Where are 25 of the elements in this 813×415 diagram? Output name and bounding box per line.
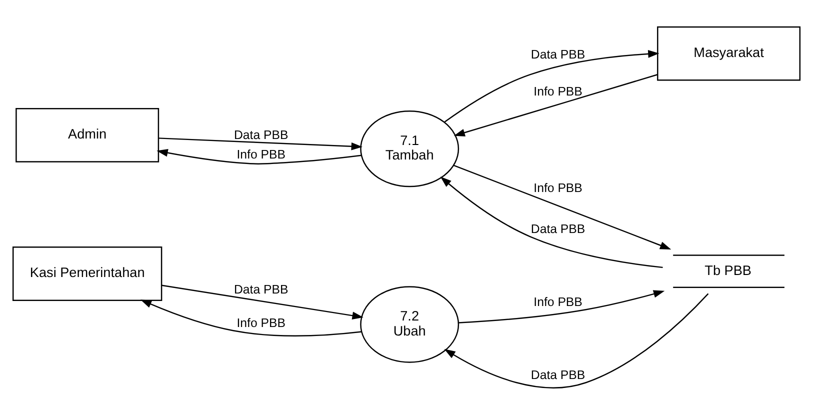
edge-label: Data PBB [530,222,586,236]
node-box: Masyarakat [657,26,801,81]
arrow [454,74,658,136]
arrow [453,164,672,250]
edge-label: Info PBB [236,316,286,330]
arrow [140,300,362,336]
edge-label: Data PBB [530,47,586,62]
edge-label: Info PBB [534,84,582,99]
edge-label: Info PBB [534,294,582,309]
node-box: Admin [16,108,160,162]
arrow [444,293,709,388]
arrow [444,50,660,122]
edge-label: Data PBB [234,128,288,142]
node-text: Tb PBB [704,262,752,278]
edge-label: Data PBB [530,368,586,382]
arrow [156,148,362,164]
edge-label: Info PBB [534,181,582,196]
arrow [162,284,364,320]
edge-label: Data PBB [234,282,288,297]
edge-label: Info PBB [236,148,286,162]
node-box: Kasi Pemerintahan [12,246,162,301]
arrow [440,176,663,268]
arrow [158,138,362,150]
node-ellipse: 7.2 Ubah [360,286,460,363]
arrow [458,290,665,324]
